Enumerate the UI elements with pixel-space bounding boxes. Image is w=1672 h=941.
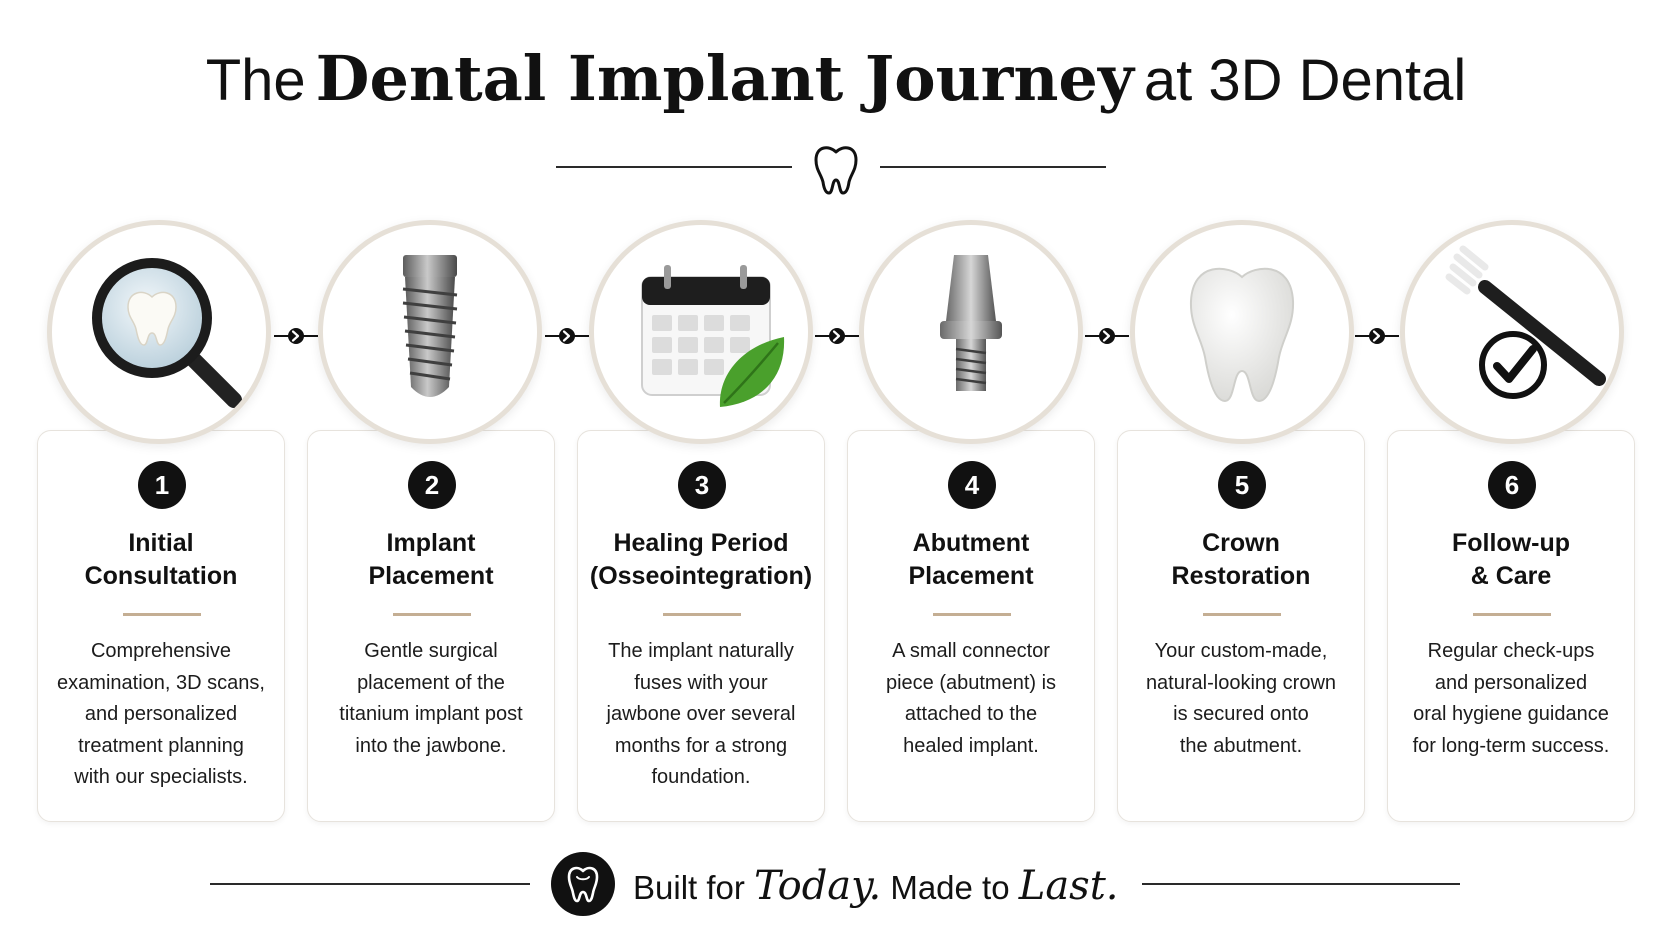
step-card-4: 4 Abutment Placement A small connector p… — [847, 430, 1095, 822]
step-number: 3 — [678, 461, 726, 509]
step-number: 1 — [138, 461, 186, 509]
crown-tooth-icon — [1189, 267, 1295, 403]
step-description: The implant naturally fuses with your ja… — [606, 640, 796, 788]
step-title: Abutment Placement — [908, 529, 1034, 590]
connector-arrow-3 — [815, 325, 859, 347]
step-4-image — [859, 220, 1083, 444]
connector-arrow-4 — [1085, 325, 1129, 347]
tooth-badge-icon — [567, 866, 599, 903]
step-description: Comprehensive examination, 3D scans, and… — [57, 640, 265, 788]
connector-arrow-5 — [1355, 325, 1399, 347]
step-3-image — [589, 220, 813, 444]
step-title: Healing Period (Osseointegration) — [589, 529, 813, 590]
tooth-icon — [811, 142, 861, 196]
step-card-6: 6 Follow-up & Care Regular check-ups and… — [1387, 430, 1635, 822]
step-2-image — [318, 220, 542, 444]
connector-arrow-1 — [274, 325, 318, 347]
step-rule — [933, 613, 1011, 616]
tagline-part-2: Made to — [890, 869, 1010, 906]
title-prefix: The — [205, 48, 306, 113]
tagline-word-2: Last. — [1018, 863, 1119, 909]
step-rule — [1473, 613, 1551, 616]
magnifier-tooth-icon — [92, 258, 242, 408]
step-card-3: 3 Healing Period (Osseointegration) The … — [577, 430, 825, 822]
step-card-2: 2 Implant Placement Gentle surgical plac… — [307, 430, 555, 822]
step-description: Your custom-made, natural-looking crown … — [1145, 640, 1337, 757]
calendar-leaf-icon — [641, 265, 785, 407]
footer-tagline: Built for Today. Made to Last. — [633, 858, 1118, 914]
title-main: Dental Implant Journey — [315, 42, 1134, 115]
toothbrush-check-icon — [1445, 245, 1606, 399]
abutment-icon — [940, 255, 1002, 391]
tagline-part-1: Built for — [633, 869, 745, 906]
step-number: 5 — [1218, 461, 1266, 509]
step-rule — [393, 613, 471, 616]
chevron-right-icon — [1355, 328, 1399, 344]
header-divider-left — [556, 166, 792, 168]
step-description: Regular check-ups and personalized oral … — [1412, 640, 1610, 757]
connector-arrow-2 — [545, 325, 589, 347]
step-1-image — [47, 220, 271, 444]
step-card-5: 5 Crown Restoration Your custom-made, na… — [1117, 430, 1365, 822]
step-title: Initial Consultation — [84, 529, 238, 590]
step-description: A small connector piece (abutment) is at… — [885, 640, 1057, 757]
footer-divider-left — [210, 883, 530, 885]
chevron-right-icon — [545, 328, 589, 344]
step-number: 4 — [948, 461, 996, 509]
step-number: 6 — [1488, 461, 1536, 509]
step-5-image — [1130, 220, 1354, 444]
step-rule — [1203, 613, 1281, 616]
tagline-word-1: Today. — [754, 863, 882, 909]
footer-badge — [551, 852, 615, 916]
chevron-right-icon — [1085, 328, 1129, 344]
step-card-1: 1 Initial Consultation Comprehensive exa… — [37, 430, 285, 822]
title-suffix: at 3D Dental — [1143, 48, 1467, 113]
step-6-image — [1400, 220, 1624, 444]
titanium-implant-icon — [402, 255, 458, 397]
step-title: Crown Restoration — [1171, 529, 1311, 590]
header-divider-right — [880, 166, 1106, 168]
step-rule — [123, 613, 201, 616]
step-title: Follow-up & Care — [1451, 529, 1571, 590]
step-rule — [663, 613, 741, 616]
chevron-right-icon — [815, 328, 859, 344]
step-description: Gentle surgical placement of the titaniu… — [339, 640, 523, 757]
footer-divider-right — [1142, 883, 1460, 885]
chevron-right-icon — [274, 328, 318, 344]
step-title: Implant Placement — [368, 529, 494, 590]
step-number: 2 — [408, 461, 456, 509]
